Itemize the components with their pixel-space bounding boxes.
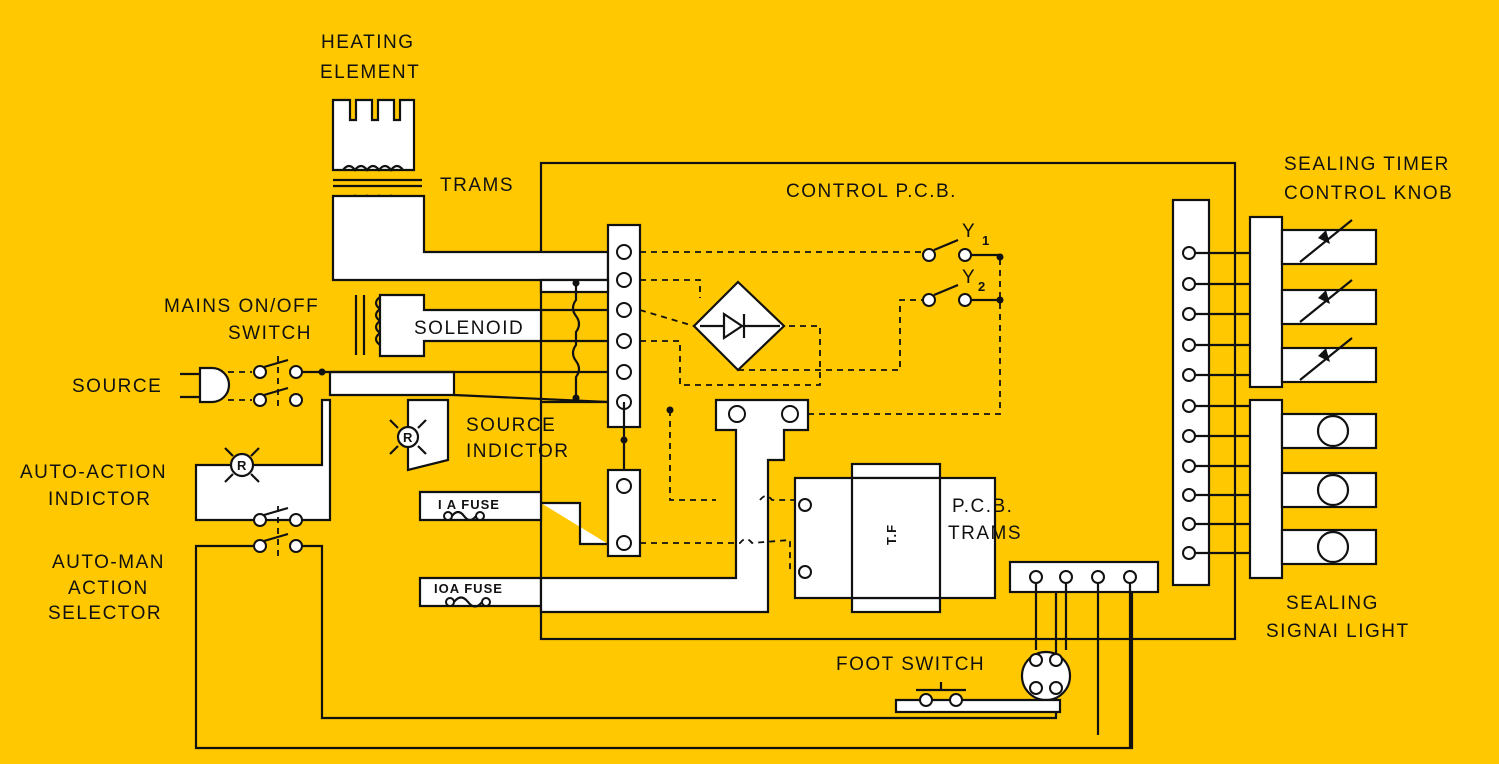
auto-man-label: AUTO-MAN (52, 552, 165, 573)
dashed-wiring (639, 251, 1001, 572)
source-label: SOURCE (72, 376, 162, 397)
heating-element-label: HEATING (321, 32, 415, 53)
pcb-trams-label-2: TRAMS (948, 523, 1022, 544)
right-terminal-strip (1171, 198, 1255, 587)
solenoid (354, 293, 543, 358)
lower-terminal-strip (606, 402, 642, 558)
auto-action-indicator-symbol: R (237, 458, 247, 473)
sealing-timer-label-2: CONTROL KNOB (1284, 183, 1453, 204)
source-indicator (396, 398, 450, 472)
mains-switch-label-2: SWITCH (228, 323, 312, 344)
y1-subscript: 1 (982, 233, 990, 248)
heating-element-label-2: ELEMENT (320, 62, 420, 83)
mains-switch-label: MAINS ON/OFF (164, 296, 319, 317)
foot-switch-terminals (1008, 560, 1160, 748)
source-wires (302, 368, 609, 404)
source-indicator-symbol: R (403, 430, 413, 445)
pcb-trams-label: P.C.B. (952, 496, 1013, 517)
lamp-rays (224, 419, 427, 483)
heating-element (331, 98, 416, 172)
sealing-signal-label: SEALING (1286, 593, 1379, 614)
source-plug (180, 366, 231, 404)
foot-switch[interactable] (894, 650, 1072, 714)
bridge-rectifier (692, 280, 786, 372)
strip-wires (539, 278, 610, 404)
solenoid-label: SOLENOID (414, 318, 524, 339)
sealing-timer-label: SEALING TIMER (1284, 154, 1450, 175)
trams-label: TRAMS (440, 175, 514, 196)
y2-subscript: 2 (978, 279, 986, 294)
pcb-terminal-strip (606, 223, 642, 429)
source-indicator-label: SOURCE (466, 415, 556, 436)
sealing-signal-label-2: SIGNAI LIGHT (1266, 621, 1410, 642)
auto-action-label: AUTO-ACTION (20, 462, 167, 483)
control-pcb-label: CONTROL P.C.B. (786, 181, 957, 202)
relay-contact-y2 (922, 283, 1004, 307)
auto-action-label-2: INDICTOR (48, 489, 151, 510)
auto-man-label-3: SELECTOR (48, 603, 162, 624)
source-indicator-label-2: INDICTOR (466, 441, 569, 462)
foot-switch-label: FOOT SWITCH (836, 654, 985, 675)
relay-contact-y1 (922, 238, 1004, 262)
timer-knob-block (1248, 215, 1284, 580)
fuse-10a-label: IOA FUSE (434, 581, 503, 596)
pcb-transformer (793, 462, 997, 614)
transformer-label: T.F (884, 524, 899, 545)
mains-on-off-switch[interactable] (228, 356, 303, 410)
supply-wire (539, 398, 810, 614)
y1-label: Y (962, 221, 976, 242)
fuse-1a-label: I A FUSE (438, 497, 500, 512)
sealing-timer-control-knobs[interactable] (1280, 219, 1378, 384)
sealing-signal-lights (1280, 412, 1378, 566)
fuse-1a (418, 490, 608, 546)
auto-action-indicator (194, 398, 332, 522)
auto-man-label-2: ACTION (68, 578, 149, 599)
y2-label: Y (962, 267, 976, 288)
